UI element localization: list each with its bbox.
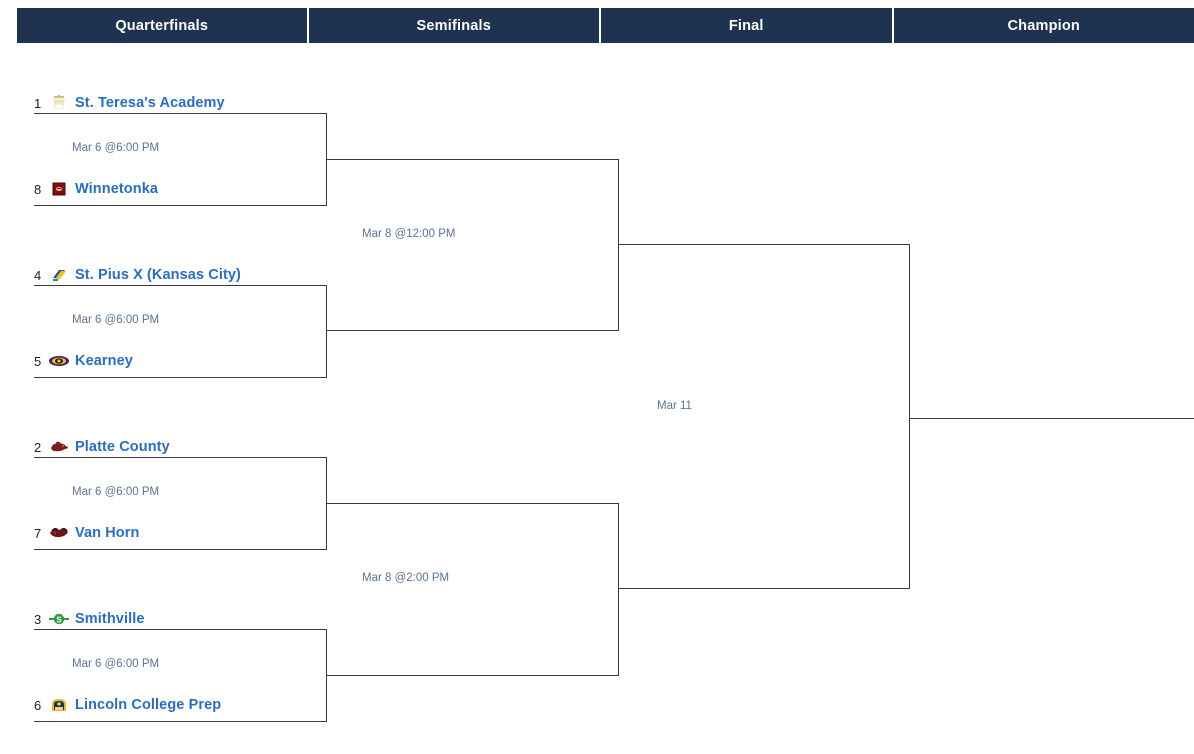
- qf1-team-top-seed: 1: [34, 95, 42, 111]
- qf4-team-top-seed: 3: [34, 611, 42, 627]
- qf4-bracket-top-line: [34, 629, 327, 630]
- qf1-team-bottom-seed: 8: [34, 181, 42, 197]
- qf1-bracket-bottom-line: [34, 205, 327, 206]
- smithville-logo: S: [48, 611, 70, 627]
- qf2-to-sf1-connector: [326, 330, 619, 331]
- qf4-team-bottom-name: Lincoln College Prep: [75, 697, 222, 713]
- sf2-to-final-connector: [618, 588, 910, 589]
- st-teresas-academy-logo: [48, 95, 70, 111]
- platte-county-logo: [48, 439, 70, 455]
- sf2-bracket-vertical: [618, 503, 619, 676]
- qf2-team-top[interactable]: 4 St. Pius X (Kansas City): [34, 265, 241, 285]
- round-header-quarterfinals: Quarterfinals: [17, 8, 307, 43]
- final-game-date: Mar 11: [657, 400, 692, 412]
- qf3-game-date: Mar 6 @6:00 PM: [72, 486, 160, 498]
- qf1-game-date: Mar 6 @6:00 PM: [72, 142, 160, 154]
- qf2-team-bottom-seed: 5: [34, 353, 42, 369]
- qf3-team-top[interactable]: 2 Platte County: [34, 437, 170, 457]
- qf2-team-top-name: St. Pius X (Kansas City): [75, 267, 241, 283]
- qf1-team-top[interactable]: 1 St. Teresa's Academy: [34, 93, 225, 113]
- qf4-team-top[interactable]: 3 S Smithville: [34, 609, 145, 629]
- qf3-bracket-bottom-line: [34, 549, 327, 550]
- svg-text:S: S: [56, 616, 62, 625]
- kearney-logo: [48, 353, 70, 369]
- qf1-team-top-name: St. Teresa's Academy: [75, 95, 225, 111]
- st-pius-x-logo: [48, 267, 70, 283]
- final-to-champion-connector: [909, 418, 1194, 419]
- qf2-bracket-bottom-line: [34, 377, 327, 378]
- qf1-team-bottom[interactable]: 8 Winnetonka: [34, 179, 158, 199]
- qf2-bracket-vertical: [326, 285, 327, 378]
- qf2-bracket-top-line: [34, 285, 327, 286]
- winnetonka-logo: [48, 181, 70, 197]
- round-header-final: Final: [601, 8, 892, 43]
- qf2-game-date: Mar 6 @6:00 PM: [72, 314, 160, 326]
- qf1-bracket-top-line: [34, 113, 327, 114]
- sf2-game-date: Mar 8 @2:00 PM: [362, 572, 450, 584]
- qf4-team-bottom[interactable]: 6 Lincoln College Prep: [34, 695, 221, 715]
- lincoln-college-prep-logo: [48, 697, 70, 713]
- final-bracket-vertical: [909, 244, 910, 589]
- qf2-team-bottom[interactable]: 5 Kearney: [34, 351, 133, 371]
- qf3-team-bottom-name: Van Horn: [75, 525, 140, 541]
- qf1-team-bottom-name: Winnetonka: [75, 181, 159, 197]
- round-header-bar: Quarterfinals Semifinals Final Champion: [17, 8, 1194, 43]
- qf3-team-bottom-seed: 7: [34, 525, 42, 541]
- qf3-team-top-name: Platte County: [75, 439, 170, 455]
- qf4-team-bottom-seed: 6: [34, 697, 42, 713]
- qf3-team-bottom[interactable]: 7 Van Horn: [34, 523, 139, 543]
- qf3-to-sf2-connector: [326, 503, 619, 504]
- qf3-bracket-top-line: [34, 457, 327, 458]
- sf1-bracket-vertical: [618, 159, 619, 331]
- van-horn-logo: [48, 525, 70, 541]
- qf4-bracket-bottom-line: [34, 721, 327, 722]
- sf1-to-final-connector: [618, 244, 910, 245]
- qf3-team-top-seed: 2: [34, 439, 42, 455]
- qf4-team-top-name: Smithville: [75, 611, 145, 627]
- sf1-game-date: Mar 8 @12:00 PM: [362, 228, 456, 240]
- qf4-game-date: Mar 6 @6:00 PM: [72, 658, 160, 670]
- qf1-to-sf1-connector: [326, 159, 619, 160]
- qf4-to-sf2-connector: [326, 675, 619, 676]
- qf2-team-bottom-name: Kearney: [75, 353, 133, 369]
- qf2-team-top-seed: 4: [34, 267, 42, 283]
- round-header-champion: Champion: [893, 8, 1194, 43]
- round-header-semifinals: Semifinals: [308, 8, 599, 43]
